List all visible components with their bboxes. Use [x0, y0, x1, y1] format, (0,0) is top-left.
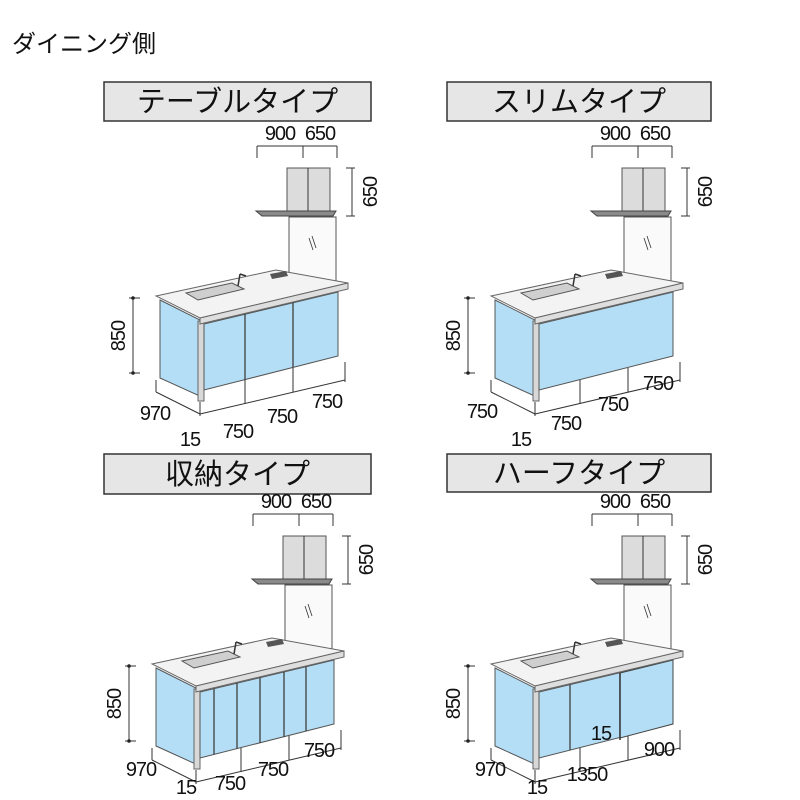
- title-box: [446, 453, 712, 493]
- kitchen-panel-1: テーブルタイプ 900 650 650 850 970 15 750 750 750: [103, 81, 382, 451]
- dim-bottom-5: 750: [643, 373, 674, 395]
- dim-bottom-2: 15: [511, 429, 532, 451]
- dim-bottom-5: 900: [644, 739, 675, 761]
- panel-title: ハーフタイプ: [493, 458, 665, 490]
- cabinet-front: [203, 291, 339, 391]
- title-box: [103, 81, 372, 122]
- dim-hood-height: 650: [695, 176, 717, 207]
- dim-bottom-4: 750: [267, 406, 298, 428]
- stove: [266, 639, 284, 647]
- stove: [270, 271, 288, 279]
- dim-hood-width: 900: [600, 123, 631, 145]
- kitchen-drawing: 900 650 650 850: [443, 491, 717, 784]
- dim-bottom-2: 15: [180, 429, 201, 451]
- end-panel: [193, 688, 201, 770]
- title-box: [103, 453, 372, 495]
- dim-bottom-1: 970: [140, 403, 171, 425]
- title-box: [446, 81, 712, 122]
- dim-bottom-2: 15: [176, 777, 197, 799]
- cabinet-front: [199, 659, 335, 759]
- dim-counter-height: 850: [104, 688, 126, 719]
- hood-shelf: [589, 578, 672, 585]
- kitchen-panel-2: スリムタイプ 900 650 650 850 750 15 750 750 750: [443, 81, 717, 451]
- sink: [180, 650, 242, 669]
- dim-bottom-2: 15: [527, 777, 548, 799]
- dim-hood-depth: 650: [640, 491, 671, 513]
- stove: [605, 639, 623, 647]
- hood-shelf: [250, 578, 333, 585]
- kitchen-drawing: 900 650 650 850: [443, 123, 717, 416]
- dim-counter-height: 850: [108, 320, 130, 351]
- dim-counter-height: 850: [443, 320, 465, 351]
- dim-hood-width: 900: [600, 491, 631, 513]
- cabinet-front: [538, 291, 674, 391]
- dim-hood-depth: 650: [301, 491, 332, 513]
- hood-shelf: [589, 210, 672, 217]
- dim-hood-height: 650: [356, 544, 378, 575]
- end-panel: [197, 320, 205, 402]
- sink: [519, 650, 581, 669]
- dim-hood-height: 650: [695, 544, 717, 575]
- dim-bottom-5: 750: [304, 740, 335, 762]
- panel-title: スリムタイプ: [492, 87, 666, 119]
- sink: [519, 282, 581, 301]
- dim-bottom-1: 750: [467, 401, 498, 423]
- hood-shelf: [254, 210, 337, 217]
- dim-hood-height: 650: [360, 176, 382, 207]
- dim-bottom-3: 750: [551, 413, 582, 435]
- dim-hood-depth: 650: [640, 123, 671, 145]
- sink: [184, 282, 246, 301]
- kitchen-drawing: 900 650 650 850: [104, 491, 378, 784]
- dim-bottom-3: 750: [223, 421, 254, 443]
- dim-bottom-1: 970: [475, 759, 506, 781]
- panel-title: 収納タイプ: [165, 458, 310, 491]
- dim-bottom-4: 750: [258, 759, 289, 781]
- dim-bottom-5: 750: [312, 391, 343, 413]
- kitchen-drawing: 900 650 650 850: [108, 123, 382, 416]
- dim-bottom-3: 1350: [567, 764, 608, 786]
- dim-hood-width: 900: [265, 123, 296, 145]
- dim-counter-height: 850: [443, 688, 465, 719]
- panel-title: テーブルタイプ: [137, 86, 338, 119]
- section-heading: ダイニング側: [12, 31, 156, 58]
- dim-bottom-4: 15: [591, 723, 612, 745]
- dim-bottom-4: 750: [598, 394, 629, 416]
- dim-bottom-1: 970: [126, 759, 157, 781]
- dim-hood-depth: 650: [305, 123, 336, 145]
- end-panel: [532, 688, 540, 770]
- dim-hood-width: 900: [261, 491, 292, 513]
- stove: [605, 271, 623, 279]
- dim-bottom-3: 750: [215, 773, 246, 795]
- end-panel: [532, 320, 540, 402]
